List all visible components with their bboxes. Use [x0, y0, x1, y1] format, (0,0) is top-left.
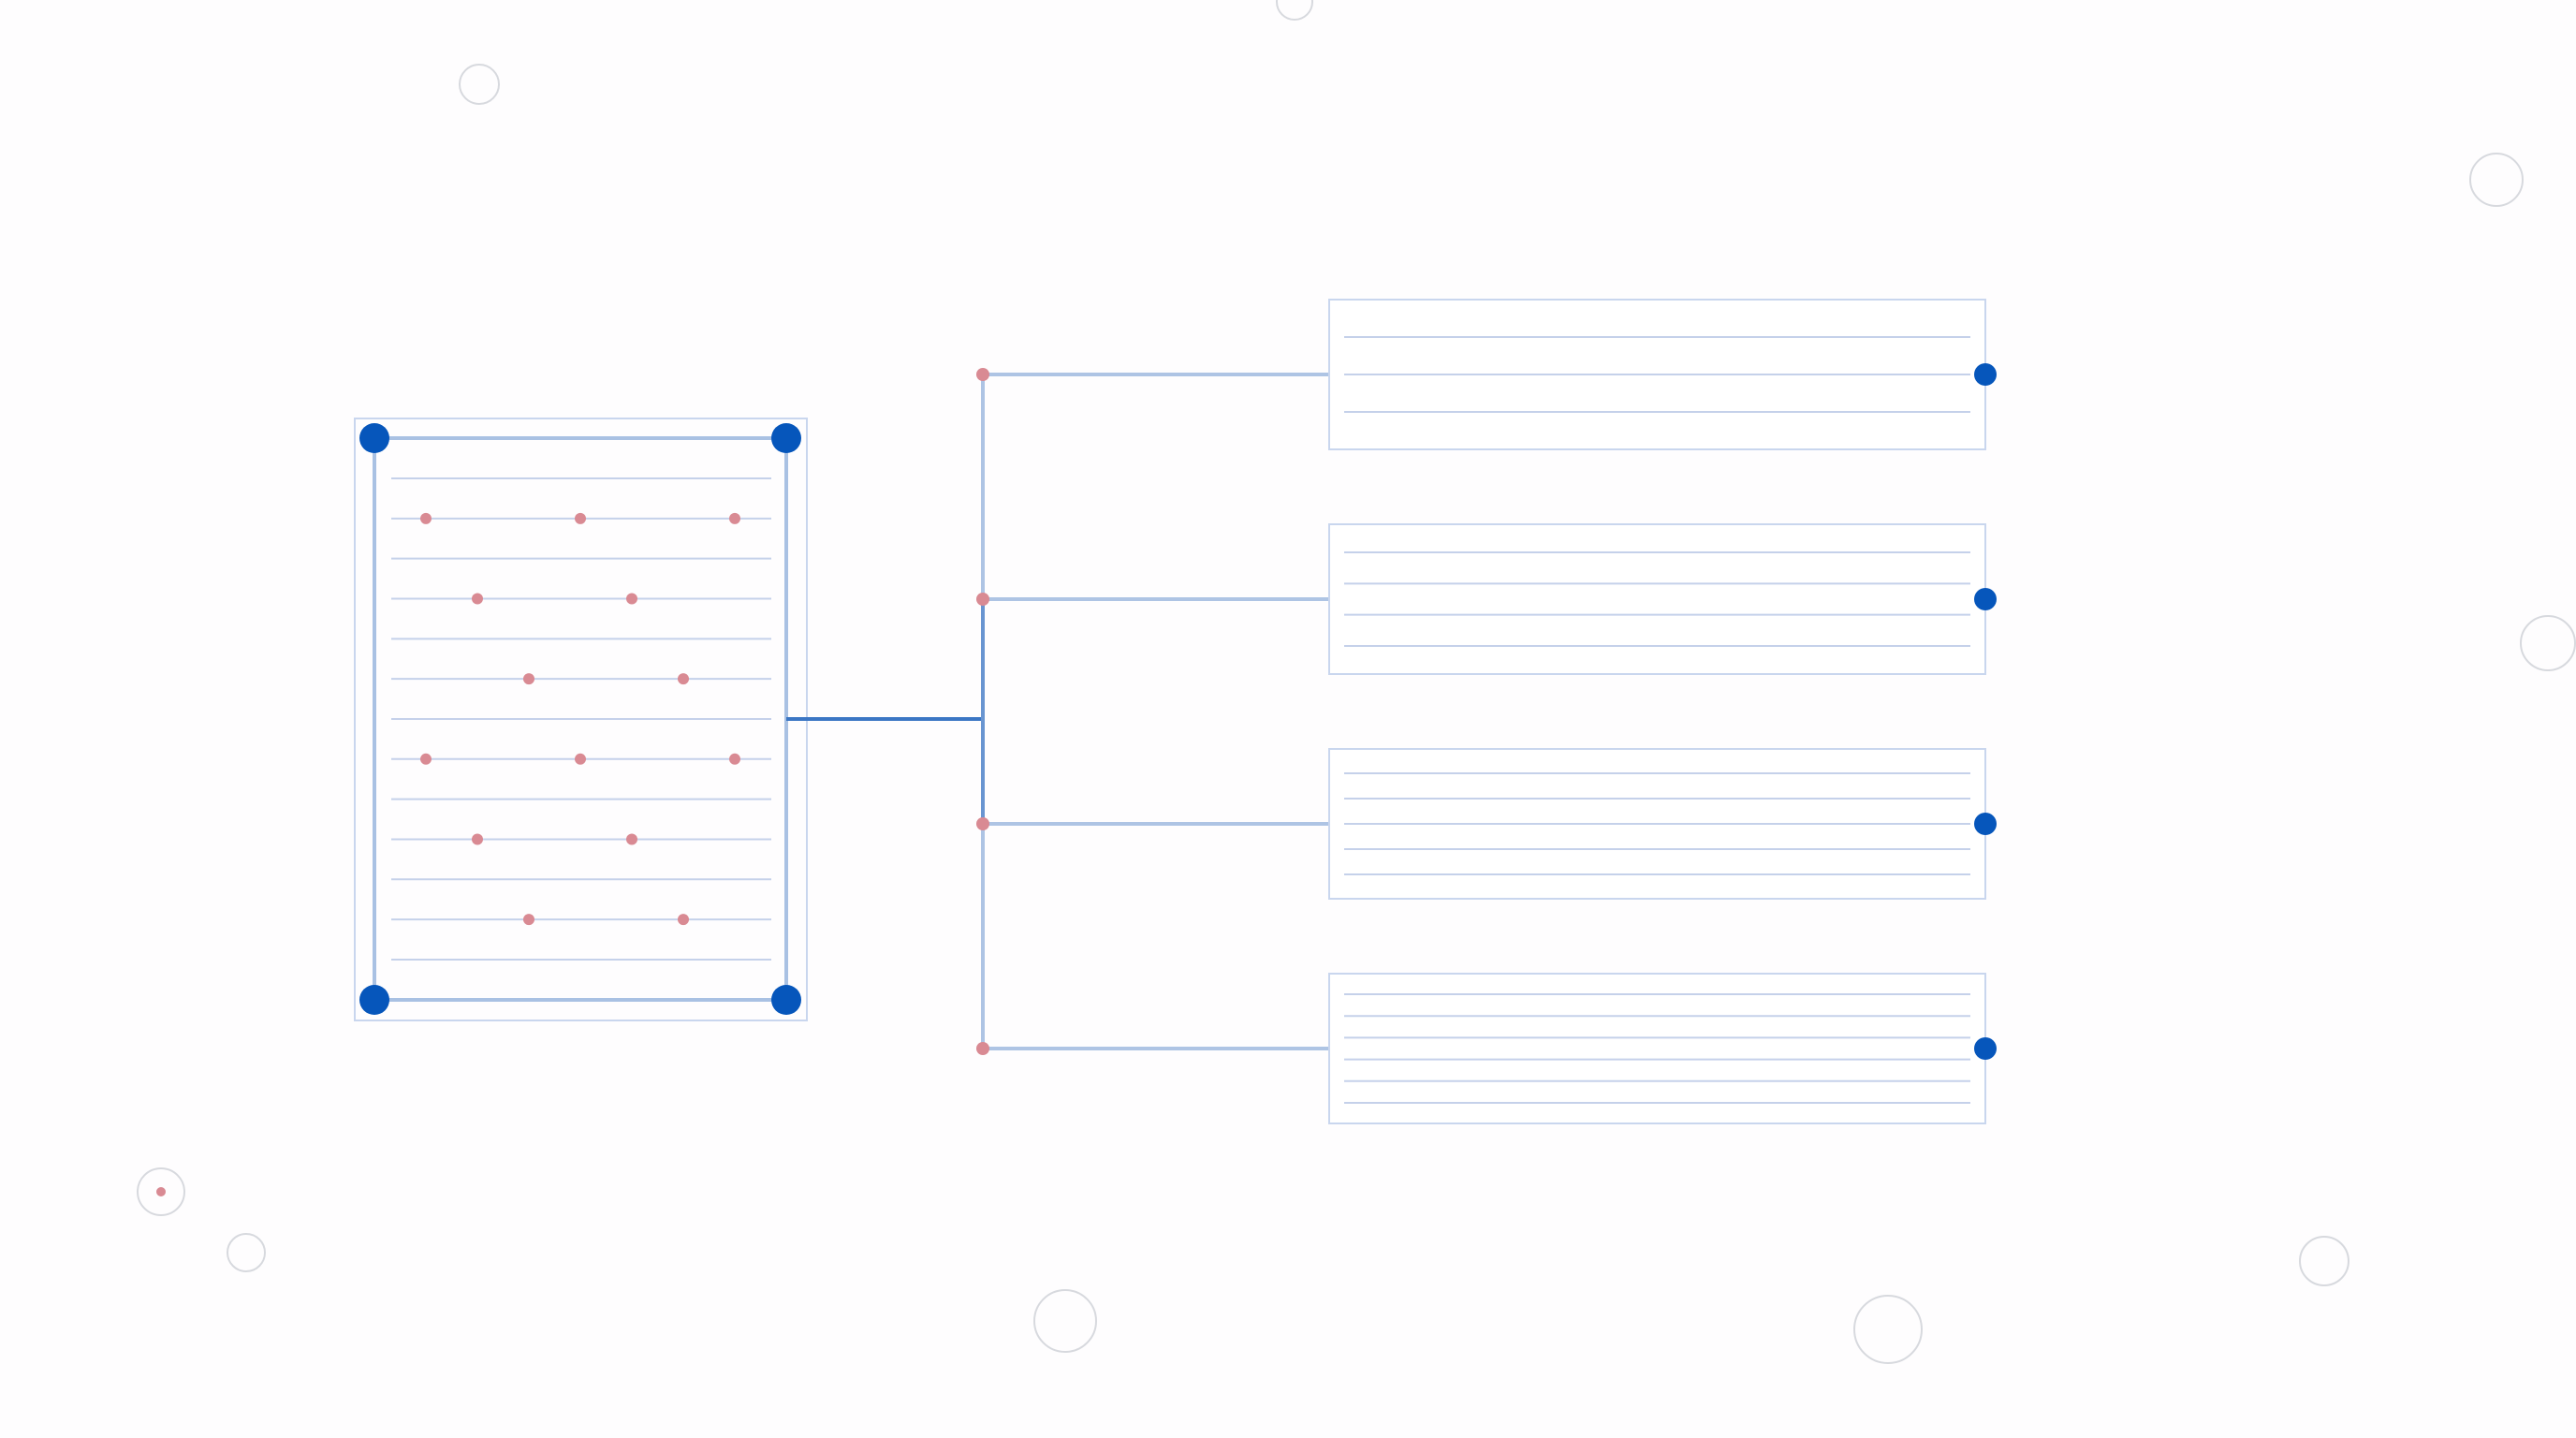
- bubble-icon-5: [137, 1167, 185, 1216]
- output-blocks: [1328, 299, 1986, 1124]
- bubble-icon-1: [459, 64, 500, 105]
- tick-dot-icon: [472, 833, 483, 845]
- tick-dot-icon: [678, 673, 689, 685]
- output-block-4: [1328, 973, 1986, 1124]
- branch-junction-dot-icon: [976, 368, 989, 381]
- tick-dot-icon: [523, 673, 534, 685]
- tick-dot-icon: [575, 753, 586, 765]
- bubble-icon-3: [2469, 153, 2524, 207]
- connector-lines: [786, 368, 1329, 1055]
- block-node-icon-2: [1974, 588, 1997, 610]
- tick-dot-icon: [420, 512, 432, 524]
- block-node-icon-1: [1974, 363, 1997, 386]
- bubble-icon-8: [1853, 1295, 1923, 1364]
- tick-dot-icon: [626, 593, 637, 605]
- tick-dot-icon: [420, 753, 432, 765]
- corner-node-icon-3: [359, 985, 389, 1015]
- bubble-icon-6: [227, 1233, 266, 1272]
- corner-node-icon-4: [771, 985, 801, 1015]
- background-bubbles: [137, 0, 2576, 1364]
- corner-node-icon-1: [359, 423, 389, 453]
- tick-dot-icon: [678, 914, 689, 926]
- bubble-icon-4: [2520, 615, 2576, 671]
- tick-dot-icon: [523, 914, 534, 926]
- branch-junction-dot-icon: [976, 817, 989, 830]
- output-block-2: [1328, 523, 1986, 675]
- branch-junction-dot-icon: [976, 593, 989, 606]
- tick-dot-icon: [472, 593, 483, 605]
- tick-dot-icon: [575, 512, 586, 524]
- tick-dot-icon: [729, 753, 740, 765]
- block-node-icon-4: [1974, 1037, 1997, 1060]
- connection-nodes: [359, 363, 1997, 1060]
- bubble-icon-2: [1276, 0, 1313, 21]
- block-node-icon-3: [1974, 813, 1997, 835]
- tick-dot-icon: [729, 512, 740, 524]
- branch-junction-dot-icon: [976, 1042, 989, 1055]
- bubble-icon-7: [1033, 1289, 1097, 1353]
- corner-node-icon-2: [771, 423, 801, 453]
- bubble-dot-icon: [156, 1187, 166, 1196]
- tick-dot-icon: [626, 833, 637, 845]
- source-document: [354, 418, 808, 1021]
- bubble-icon-9: [2299, 1236, 2349, 1286]
